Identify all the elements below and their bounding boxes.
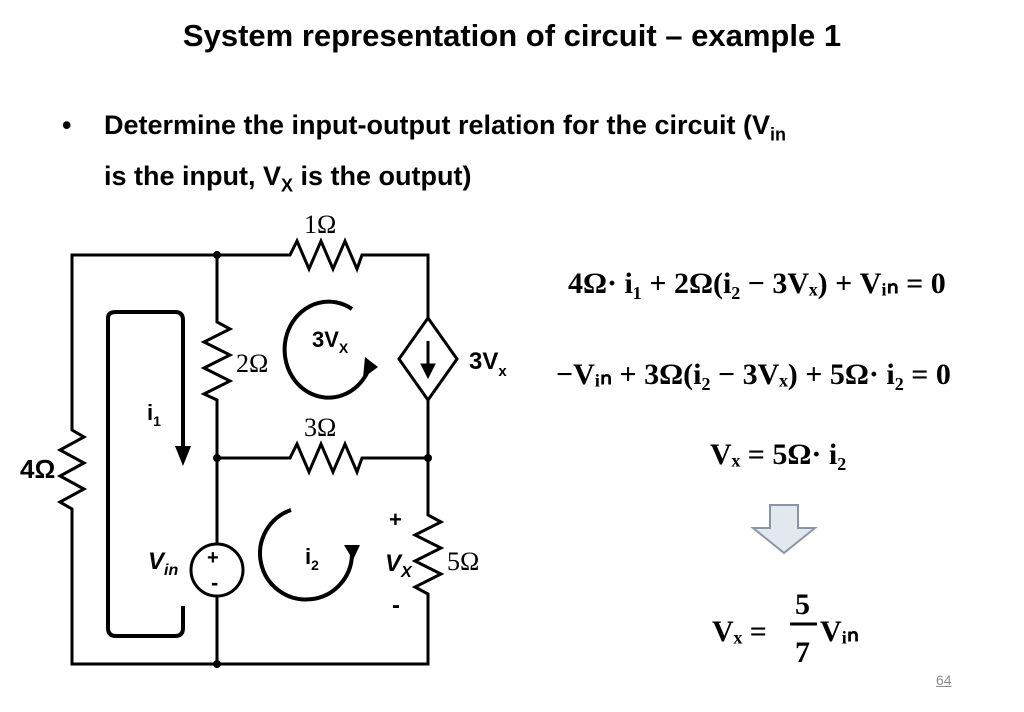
vin-minus: - xyxy=(211,570,218,595)
label-i1: i1 xyxy=(147,400,161,429)
label-r3: 3Ω xyxy=(304,413,336,442)
bullet-text-part3: is the output) xyxy=(293,161,472,192)
label-r4: 4Ω xyxy=(20,454,55,484)
label-dependent-source: 3Vx xyxy=(469,348,507,380)
wire-left xyxy=(56,253,430,666)
label-r1: 1Ω xyxy=(304,210,336,239)
equation-1: 4Ω· i₁ + 2Ω(i₂ − 3Vₓ) + Vᵢₙ = 0 xyxy=(568,267,946,300)
resistor-1ohm xyxy=(217,237,430,318)
dependent-source xyxy=(397,315,459,403)
page-number: 64 xyxy=(936,672,952,688)
result-numerator: 5 xyxy=(795,588,810,621)
label-vx: VX xyxy=(385,550,413,581)
resistor-3ohm xyxy=(217,440,428,477)
bullet-text-part2: is the input, V xyxy=(104,161,282,192)
equation-2: −Vᵢₙ + 3Ω(i₂ − 3Vₓ) + 5Ω· i₂ = 0 xyxy=(556,358,951,391)
loop-i1 xyxy=(106,310,185,638)
equation-3: Vₓ = 5Ω· i₂ xyxy=(710,438,846,471)
label-vin: Vin xyxy=(148,548,178,579)
resistor-5ohm xyxy=(411,400,445,612)
bullet-sub-in: in xyxy=(770,124,787,145)
resistor-2ohm xyxy=(200,255,234,543)
label-r5: 5Ω xyxy=(447,547,479,576)
bullet-sub-x: X xyxy=(281,175,294,196)
result-rhs: Vᵢₙ xyxy=(820,615,859,648)
down-arrow-icon xyxy=(750,504,818,555)
label-i2: i2 xyxy=(305,544,319,573)
loop-i2 xyxy=(258,508,354,602)
vin-plus: + xyxy=(207,547,219,569)
bullet-text: Determine the input-output relation for … xyxy=(104,104,964,207)
loop-3vx xyxy=(282,299,370,400)
bullet-symbol: • xyxy=(62,110,72,140)
slide-title: System representation of circuit – examp… xyxy=(182,18,842,53)
label-vx-minus: - xyxy=(392,592,400,619)
label-vx-plus: + xyxy=(389,507,402,532)
result-lhs: Vₓ = xyxy=(712,615,767,648)
result-denominator: 7 xyxy=(795,636,810,669)
label-loop-3vx: 3VX xyxy=(312,327,349,356)
bullet-text-part1: Determine the input-output relation for … xyxy=(104,110,771,140)
label-r2: 2Ω xyxy=(236,349,268,378)
vin-source xyxy=(189,542,245,598)
